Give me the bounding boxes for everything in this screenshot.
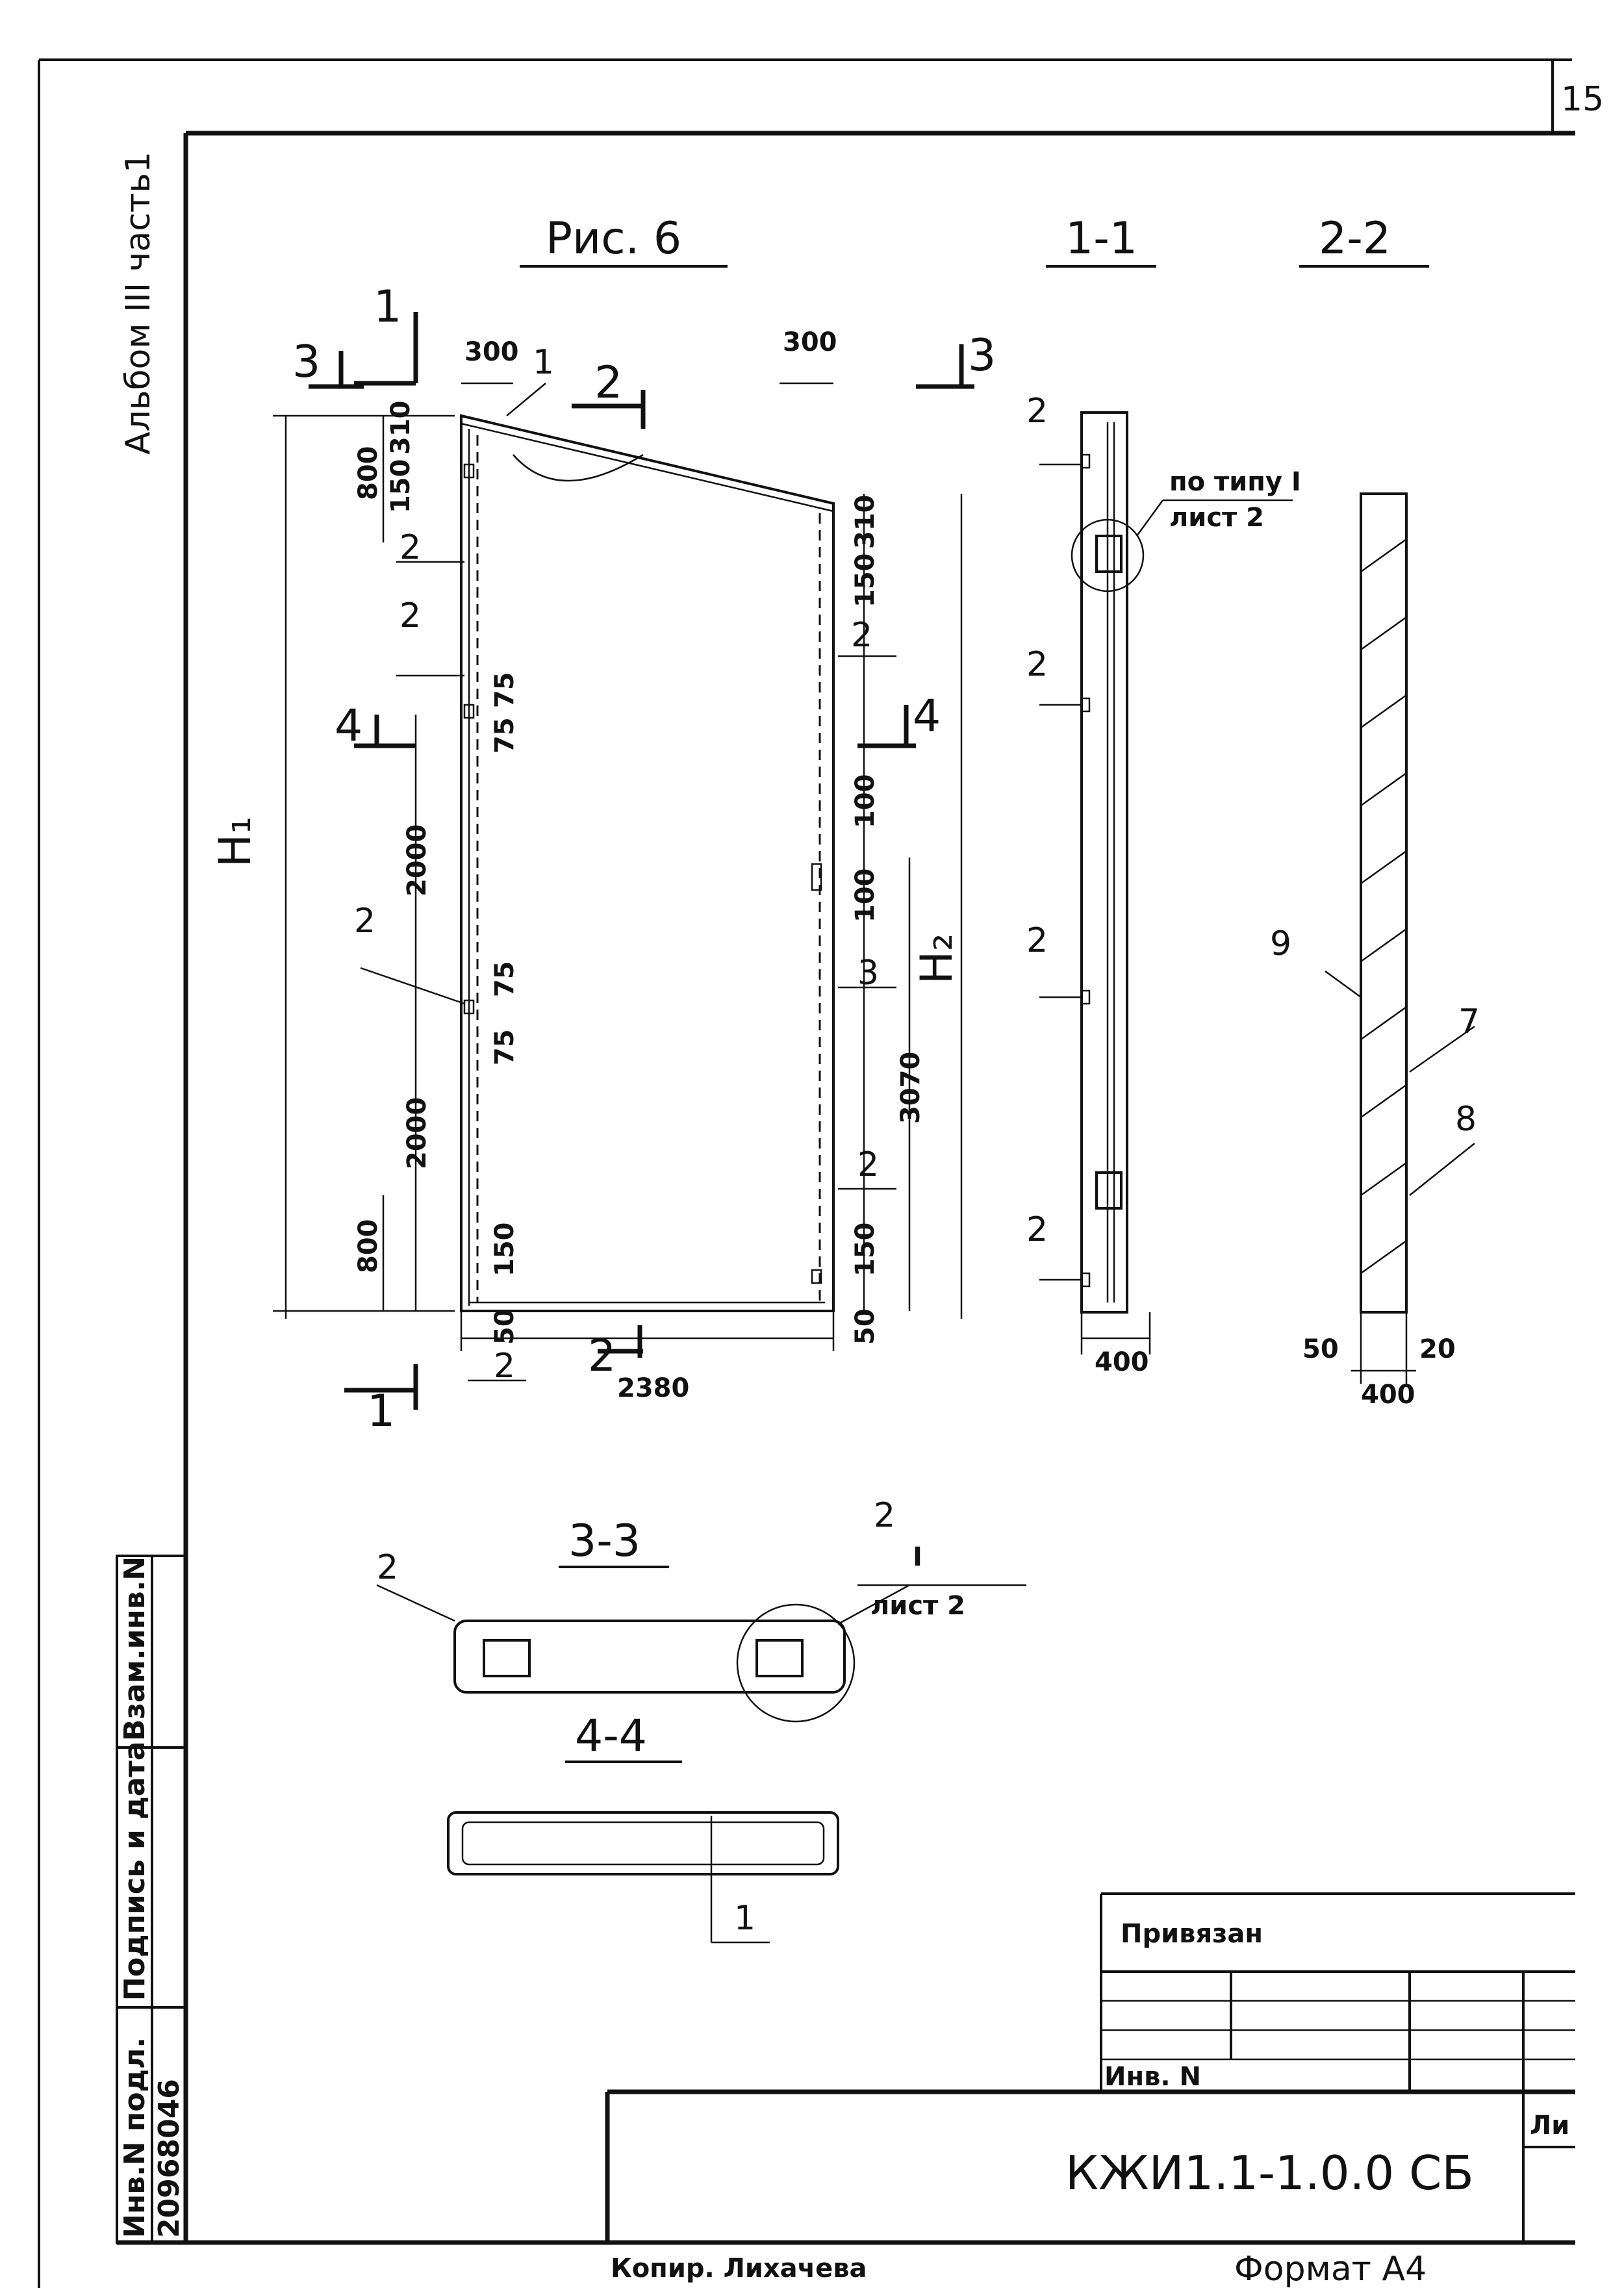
callout-2-sec1-a: 2	[1026, 392, 1048, 431]
dim-left-150-top: 150	[386, 459, 416, 514]
dim-right-100-b: 100	[850, 869, 880, 923]
callout-2-sec3-b: 2	[874, 1496, 895, 1535]
callout-2-elev-c: 2	[354, 902, 375, 941]
section-title-3-3: 3-3	[568, 1516, 641, 1567]
dim-75-b: 75	[490, 717, 520, 754]
cut-label-4-left: 4	[335, 700, 362, 752]
cut-label-1-top: 1	[374, 281, 401, 333]
callout-9: 9	[1270, 924, 1291, 963]
section-3-3	[376, 1584, 1026, 1723]
section-1-1	[1039, 411, 1293, 1354]
callout-8: 8	[1455, 1100, 1477, 1139]
title-sheet-label: Ли	[1530, 2111, 1569, 2141]
dim-2000-b: 2000	[402, 1097, 432, 1169]
document-code: КЖИ1.1-1.0.0 СБ	[1065, 2146, 1474, 2200]
dim-right-310: 310	[850, 495, 880, 550]
footer-copied-by: Копир. Лихачева	[611, 2254, 867, 2283]
section-4-4	[447, 1811, 839, 1944]
callout-2-elev-f: 2	[494, 1347, 515, 1386]
dim-left-150-bottom: 150	[490, 1223, 520, 1277]
dim-right-150: 150	[850, 553, 880, 608]
side-stamp-col3: Взам.инв.N	[118, 1557, 151, 1741]
callout-2-sec3-a: 2	[377, 1548, 398, 1587]
dim-left-800-top: 800	[353, 446, 383, 501]
footer-format: Формат А4	[1234, 2250, 1427, 2288]
dim-75-c: 75	[490, 961, 520, 997]
elevation-dimensions	[273, 382, 963, 1351]
dim-left-800-bottom: 800	[353, 1219, 383, 1274]
inventory-number: 20968046	[153, 2079, 186, 2238]
dim-top-right-300: 300	[783, 327, 837, 357]
callout-2-elev-d: 2	[851, 616, 872, 655]
dim-sec1-400: 400	[1095, 1347, 1149, 1377]
dim-width-2380: 2380	[617, 1373, 689, 1403]
panel-elevation	[460, 414, 835, 1312]
dim-right-150-bottom: 150	[850, 1223, 880, 1277]
title-inv-label: Инв. N	[1104, 2062, 1201, 2092]
dim-left-310: 310	[386, 401, 416, 455]
callout-3-elev: 3	[857, 954, 879, 993]
dim-sec2-20: 20	[1419, 1334, 1456, 1364]
section-2-2	[1325, 492, 1475, 1384]
callout-2-sec1-c: 2	[1026, 921, 1048, 960]
detail-ref-type: по типу I	[1169, 467, 1301, 497]
cut-label-3-right: 3	[968, 330, 996, 381]
callout-2-elev-e: 2	[857, 1145, 879, 1184]
section-title-1-1: 1-1	[1065, 213, 1137, 264]
callout-1-elev: 1	[533, 343, 554, 382]
dim-right-50: 50	[850, 1308, 880, 1345]
detail-ref-sheet: лист 2	[1169, 503, 1264, 533]
dim-sec2-400: 400	[1361, 1380, 1415, 1410]
sheet-frame	[38, 58, 1575, 2288]
side-stamp-col1: Инв.N подл.	[118, 2037, 151, 2238]
cut-label-3-left: 3	[292, 337, 320, 388]
cut-label-2-top: 2	[594, 357, 622, 409]
side-stamp	[116, 1555, 187, 2244]
elevation-leaders	[360, 383, 896, 1382]
section-title-4-4: 4-4	[575, 1710, 647, 1762]
callout-2-sec1-b: 2	[1026, 645, 1048, 684]
dim-h2: H₂	[911, 934, 963, 984]
cut-label-1-bottom: 1	[367, 1386, 395, 1437]
callout-7: 7	[1458, 1002, 1480, 1041]
detail-sheet-2: лист 2	[870, 1591, 965, 1621]
dim-75-a: 75	[490, 672, 520, 708]
dim-h1: H₁	[210, 817, 261, 867]
page-number: 15	[1561, 80, 1604, 119]
album-label: Альбом III часть1	[119, 151, 158, 455]
dim-sec2-50: 50	[1302, 1334, 1339, 1364]
title-attached: Привязан	[1121, 1919, 1263, 1949]
detail-ref-2: I	[913, 1542, 922, 1572]
dim-top-left-300: 300	[464, 337, 519, 367]
callout-1-sec4: 1	[734, 1899, 755, 1938]
callout-2-elev-a: 2	[400, 528, 421, 567]
dim-right-100-a: 100	[850, 774, 880, 829]
dim-2000-a: 2000	[402, 824, 432, 896]
cut-markers	[309, 312, 974, 1410]
dim-75-d: 75	[490, 1029, 520, 1065]
callout-2-sec1-d: 2	[1026, 1210, 1048, 1249]
title-block	[605, 1892, 1575, 2243]
cut-label-4-right: 4	[913, 691, 941, 742]
callout-2-elev-b: 2	[400, 596, 421, 635]
figure-title: Рис. 6	[546, 213, 681, 264]
dim-right-3070: 3070	[896, 1052, 926, 1124]
cut-label-2-bottom: 2	[588, 1330, 616, 1382]
side-stamp-col2: Подпись и дата	[118, 1741, 151, 2001]
section-title-2-2: 2-2	[1319, 213, 1391, 264]
dim-left-50: 50	[490, 1308, 520, 1345]
